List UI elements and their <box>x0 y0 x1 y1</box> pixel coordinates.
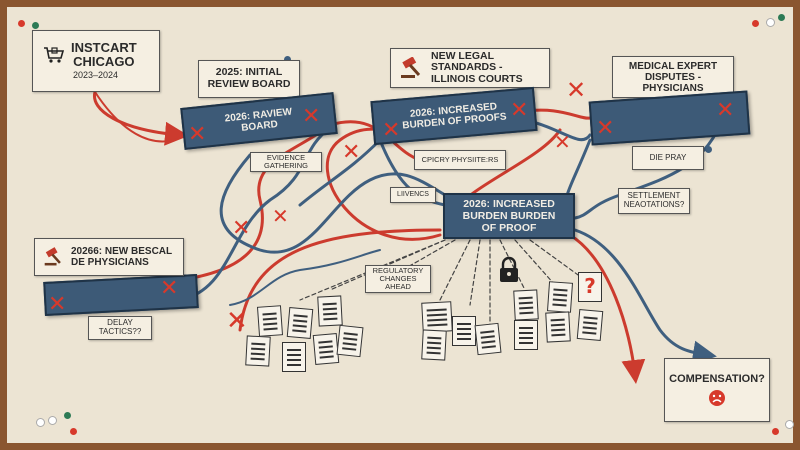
document-icon <box>312 333 340 365</box>
pin <box>284 56 291 63</box>
document-icon <box>576 309 604 341</box>
title-years: 2023–2024 <box>73 69 119 80</box>
red-path <box>238 228 442 332</box>
lock-icon <box>500 256 518 282</box>
cross-mark: ✕ <box>716 98 735 123</box>
compensation-text: COMPENSATION? <box>669 372 765 385</box>
bar-burden-main: 2026: INCREASED BURDEN BURDEN OF PROOF <box>443 193 575 239</box>
cross-mark: ✕ <box>566 76 587 104</box>
cross-mark: ✕ <box>226 306 248 336</box>
note-medical-expert: MEDICAL EXPERT DISPUTES - PHYSICIANS <box>612 56 734 98</box>
document-icon <box>421 301 453 333</box>
document-icon <box>282 342 306 372</box>
note-evidence: EVIDENCE GATHERING <box>250 152 322 172</box>
cross-mark: ✕ <box>342 140 361 165</box>
document-icon <box>317 295 343 327</box>
cross-mark: ✕ <box>232 216 251 241</box>
document-icon <box>513 289 539 321</box>
document-icon <box>546 281 574 313</box>
bar-burden-top-label: 2026: INCREASED BURDEN OF PROOFS <box>401 100 507 132</box>
title-card: INSTCART CHICAGO 2023–2024 <box>32 30 160 92</box>
document-icon <box>286 307 314 339</box>
note-new-physicians: 20266: NEW BESCAL DE PHYSICIANS <box>34 238 184 276</box>
document-icon <box>474 322 502 356</box>
document-icon <box>545 311 571 343</box>
bar-review-board-label: 2026: RAVIEW BOARD <box>224 106 293 134</box>
dashed-connector <box>439 239 471 301</box>
new-physicians-text: 20266: NEW BESCAL DE PHYSICIANS <box>71 246 172 268</box>
blue-path <box>573 228 717 365</box>
legal-standards-text: NEW LEGAL STANDARDS - ILLINOIS COURTS <box>431 49 523 85</box>
document-icon <box>452 316 476 346</box>
gavel-icon <box>401 57 421 78</box>
gavel-icon <box>44 247 61 266</box>
pin <box>48 416 57 425</box>
bar-burden-main-label: 2026: INCREASED BURDEN BURDEN OF PROOF <box>462 197 556 235</box>
red-path <box>568 233 646 384</box>
cross-mark: ✕ <box>302 104 321 129</box>
blue-path <box>219 153 447 254</box>
dashed-connector <box>499 239 526 291</box>
pin <box>18 20 25 27</box>
cross-mark: ✕ <box>382 118 401 143</box>
dashed-connector <box>514 239 556 286</box>
note-legal-standards: NEW LEGAL STANDARDS - ILLINOIS COURTS <box>390 48 550 88</box>
pin <box>766 18 775 27</box>
pin <box>32 22 39 29</box>
cross-mark: ✕ <box>554 130 571 154</box>
note-initial-review: 2025: INITIAL REVIEW BOARD <box>198 60 300 98</box>
cart-icon <box>44 47 65 63</box>
cross-mark: ✕ <box>510 98 529 123</box>
note-die-pray: DIE PRAY <box>632 146 704 170</box>
sad-face-icon <box>709 390 725 407</box>
pin <box>36 418 45 427</box>
note-regulatory: REGULATORY CHANGES AHEAD <box>365 265 431 293</box>
document-icon <box>256 305 284 337</box>
pin <box>70 428 77 435</box>
cross-mark: ✕ <box>188 122 207 147</box>
cross-mark: ✕ <box>160 276 179 301</box>
cross-mark: ✕ <box>596 116 615 141</box>
red-path <box>93 90 189 146</box>
note-settlement: SETTLEMENT NEAOTATIONS? <box>618 188 690 214</box>
red-path <box>326 127 442 241</box>
note-cpicry: CPICRY PHYSIITE:RS <box>414 150 506 170</box>
pin <box>64 412 71 419</box>
title-line-1: INSTCART <box>71 40 137 56</box>
document-icon <box>336 324 364 358</box>
cross-mark: ✕ <box>272 204 289 228</box>
pin <box>772 428 779 435</box>
question-icon: ? <box>578 272 602 302</box>
blue-path <box>178 126 332 302</box>
pin <box>705 146 712 153</box>
cross-mark: ✕ <box>48 292 67 317</box>
red-path <box>178 123 332 282</box>
red-path <box>94 91 181 143</box>
title-line-2: CHICAGO <box>73 54 135 70</box>
blue-path <box>298 138 382 207</box>
dashed-connector <box>469 239 481 306</box>
document-icon <box>245 335 271 367</box>
note-compensation: COMPENSATION? <box>664 358 770 422</box>
note-delay: DELAY TACTICS?? <box>88 316 152 340</box>
document-icon <box>421 329 447 361</box>
dashed-connector <box>529 239 586 281</box>
pin <box>752 20 759 27</box>
pin <box>785 420 794 429</box>
note-liivencs: LIIVENCS <box>390 187 436 203</box>
pin <box>778 14 785 21</box>
blue-path <box>229 249 381 306</box>
document-icon <box>514 320 538 350</box>
